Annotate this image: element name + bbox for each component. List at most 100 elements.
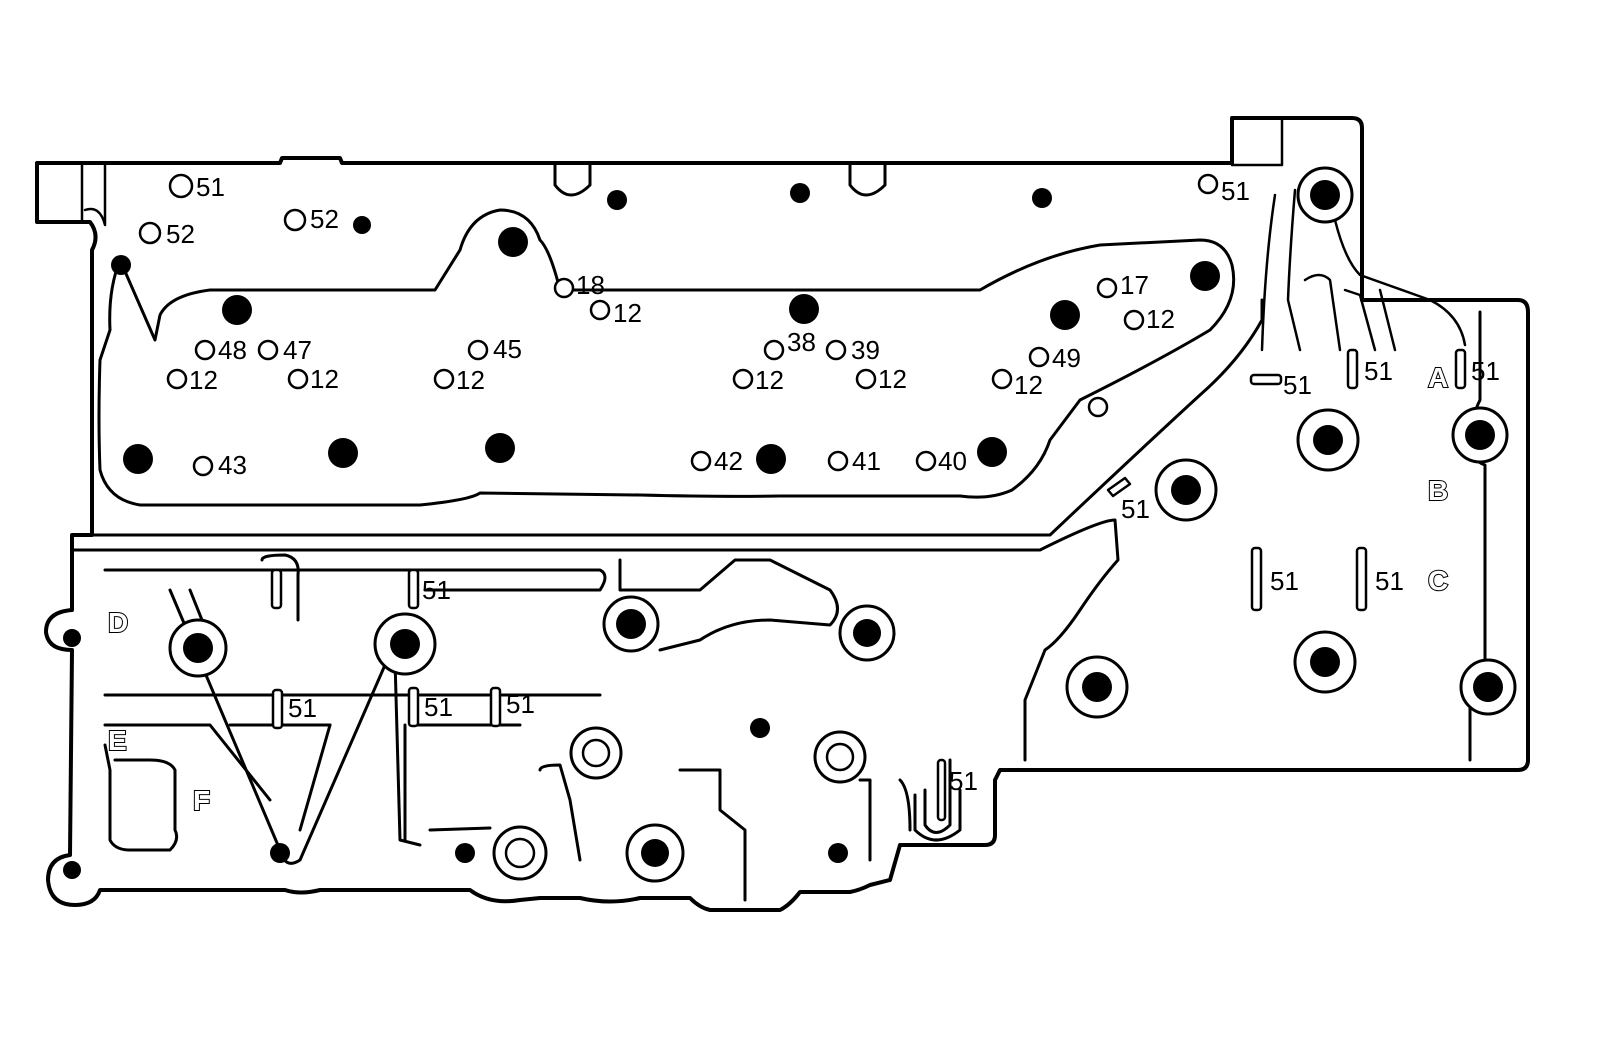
bolt-dot bbox=[756, 444, 786, 474]
bolt-dot bbox=[123, 444, 153, 474]
ringed-bolt bbox=[838, 604, 896, 662]
top-notch-2 bbox=[848, 161, 887, 197]
slot bbox=[1355, 546, 1368, 612]
callout: 12 bbox=[310, 364, 339, 394]
bolt-dot bbox=[789, 294, 819, 324]
bolt-dot bbox=[750, 718, 770, 738]
callout: 38 bbox=[787, 327, 816, 357]
bolt-dot bbox=[63, 629, 81, 647]
callout: 51 bbox=[506, 689, 535, 719]
bolt-dot bbox=[353, 216, 371, 234]
right-channels bbox=[1260, 188, 1467, 352]
check-hole bbox=[166, 368, 188, 390]
bolts bbox=[63, 183, 1220, 879]
slot bbox=[1106, 476, 1132, 498]
zone-labels: A B C D E F bbox=[107, 361, 1449, 817]
callout: 48 bbox=[218, 335, 247, 365]
lower-mid-pocket bbox=[618, 558, 839, 652]
lower-bottom-wave bbox=[428, 763, 912, 902]
zone-label-b: B bbox=[1428, 475, 1448, 506]
check-hole bbox=[1096, 277, 1118, 299]
callout: 12 bbox=[755, 365, 784, 395]
left-tab-detail bbox=[80, 161, 107, 227]
slot bbox=[489, 686, 502, 728]
callout: 51 bbox=[422, 575, 451, 605]
zone-label-e: E bbox=[108, 725, 127, 756]
callout: 12 bbox=[1014, 370, 1043, 400]
slot bbox=[407, 686, 420, 728]
ringed-bolt bbox=[625, 823, 685, 883]
callout: 52 bbox=[310, 204, 339, 234]
ringed-bolt bbox=[1296, 408, 1360, 472]
ringed-bolt bbox=[1293, 630, 1357, 694]
bolt-dot bbox=[1190, 261, 1220, 291]
check-hole bbox=[433, 368, 455, 390]
zone-label-f: F bbox=[193, 785, 210, 816]
ringed-bolt bbox=[168, 618, 228, 678]
check-hole bbox=[915, 450, 937, 472]
slot bbox=[270, 568, 283, 610]
check-holes bbox=[138, 173, 1219, 477]
callout: 12 bbox=[878, 364, 907, 394]
check-hole bbox=[553, 277, 575, 299]
check-hole bbox=[827, 450, 849, 472]
slot bbox=[1249, 373, 1283, 386]
callout: 51 bbox=[1471, 356, 1500, 386]
bolt-dot bbox=[607, 190, 627, 210]
bolt-dot bbox=[1032, 188, 1052, 208]
bolt-dot bbox=[828, 843, 848, 863]
check-hole bbox=[168, 173, 194, 199]
check-hole bbox=[192, 455, 214, 477]
callout: 49 bbox=[1052, 343, 1081, 373]
bolt-dot bbox=[1050, 300, 1080, 330]
ringed-bolt bbox=[569, 726, 623, 780]
callout: 12 bbox=[189, 365, 218, 395]
callout: 51 bbox=[1270, 566, 1299, 596]
check-hole bbox=[283, 208, 307, 232]
ringed-bolt bbox=[1451, 406, 1509, 464]
slots bbox=[270, 348, 1467, 822]
ringed-bolt bbox=[1296, 166, 1354, 224]
check-hole bbox=[1087, 396, 1109, 418]
ringed-bolt bbox=[373, 612, 437, 676]
bolt-dot bbox=[498, 227, 528, 257]
callout: 41 bbox=[852, 446, 881, 476]
callout: 40 bbox=[938, 446, 967, 476]
callout: 47 bbox=[283, 335, 312, 365]
check-hole bbox=[855, 368, 877, 390]
check-hole bbox=[1197, 173, 1219, 195]
ringed-bolt bbox=[602, 595, 660, 653]
zone-label-c: C bbox=[1428, 565, 1448, 596]
right-tab-detail bbox=[1230, 116, 1284, 167]
callout: 45 bbox=[493, 334, 522, 364]
slot bbox=[1454, 348, 1467, 390]
callout: 17 bbox=[1120, 270, 1149, 300]
slot bbox=[1250, 546, 1263, 612]
slot bbox=[271, 688, 284, 730]
bolt-dot bbox=[270, 843, 290, 863]
slot bbox=[936, 758, 947, 822]
bolt-dot bbox=[328, 438, 358, 468]
callout: 42 bbox=[714, 446, 743, 476]
check-hole bbox=[825, 339, 847, 361]
lower-slot-1 bbox=[260, 553, 300, 622]
bolt-dot bbox=[977, 437, 1007, 467]
bolt-dot bbox=[790, 183, 810, 203]
ringed-bolts bbox=[168, 166, 1517, 883]
check-hole bbox=[991, 368, 1013, 390]
ringed-bolt bbox=[492, 825, 548, 881]
check-hole bbox=[763, 339, 785, 361]
bolt-dot bbox=[63, 861, 81, 879]
callout: 12 bbox=[1146, 304, 1175, 334]
plate-outline bbox=[35, 116, 1530, 912]
callout: 51 bbox=[949, 766, 978, 796]
callout: 51 bbox=[424, 692, 453, 722]
callout: 12 bbox=[456, 365, 485, 395]
check-hole bbox=[194, 339, 216, 361]
check-hole bbox=[589, 299, 611, 321]
mid-passage-2 bbox=[70, 518, 1120, 762]
callout: 39 bbox=[851, 335, 880, 365]
bolt-dot bbox=[222, 295, 252, 325]
bolt-dot bbox=[485, 433, 515, 463]
